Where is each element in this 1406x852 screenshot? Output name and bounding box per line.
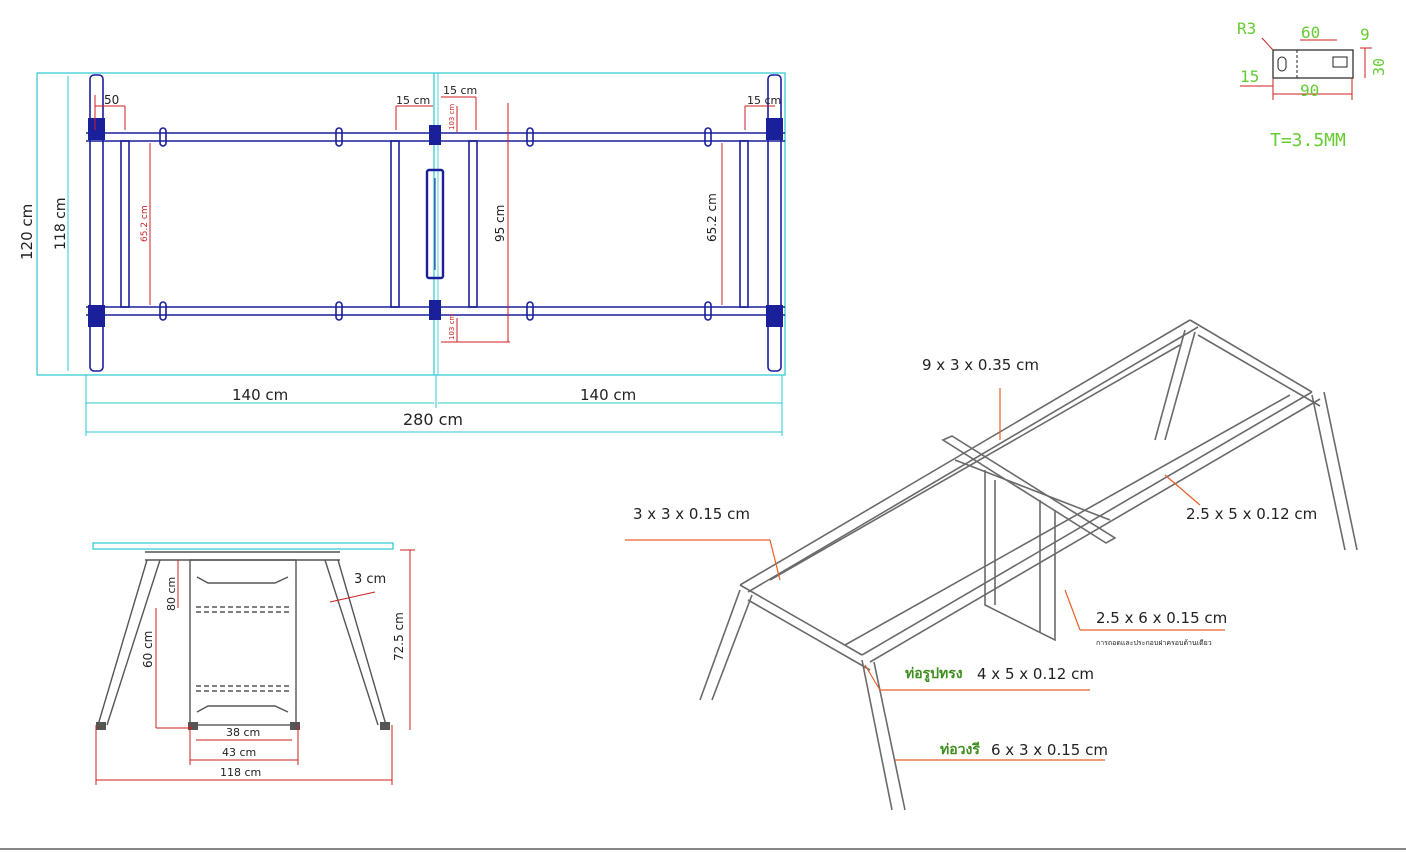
plate-60: 60	[1301, 23, 1320, 42]
side-dim-43: 43 cm	[222, 746, 256, 759]
plate-9: 9	[1360, 25, 1370, 44]
plate-15: 15	[1240, 67, 1259, 86]
plate-90: 90	[1300, 81, 1319, 100]
side-dim-725: 72.5 cm	[392, 612, 406, 661]
dim-120-cm: 120 cm	[18, 204, 36, 260]
dim-118-cm: 118 cm	[53, 197, 69, 250]
side-dim-60: 60 cm	[141, 631, 155, 668]
dim-offset-15-c: 15 cm	[747, 94, 781, 107]
iso-label-25x6: 2.5 x 6 x 0.15 cm	[1096, 609, 1227, 627]
plate-outline	[1272, 49, 1354, 79]
side-dim-38: 38 cm	[226, 726, 260, 739]
plate-slot-right	[1332, 56, 1348, 68]
frame-rails	[86, 74, 785, 372]
dim-left-half: 140 cm	[232, 386, 288, 404]
iso-label-shaped-dims: 4 x 5 x 0.12 cm	[977, 665, 1094, 683]
dim-652-left: 65.2 cm	[140, 205, 150, 242]
plate-dimension-lines	[1240, 37, 1372, 100]
side-tabletop	[92, 542, 394, 550]
dim-offset-15-b: 15 cm	[443, 84, 477, 97]
dim-103-top: 103 cm	[448, 104, 456, 130]
iso-label-3x3: 3 x 3 x 0.15 cm	[633, 505, 750, 523]
cyan-dimension-lines	[36, 73, 783, 436]
iso-label-shaped-prefix: ท่อรูปทรง	[905, 666, 963, 682]
red-dimension-lines	[94, 95, 775, 343]
plate-r3: R3	[1237, 19, 1256, 38]
side-dim-3: 3 cm	[354, 572, 386, 587]
dim-total-length: 280 cm	[403, 410, 463, 429]
rail-bolts	[159, 127, 712, 321]
isometric-view-drawing: 9 x 3 x 0.35 cm 3 x 3 x 0.15 cm 2.5 x 5 …	[625, 319, 1358, 811]
side-feet	[96, 722, 390, 730]
side-view-drawing: 3 cm 80 cm 60 cm 72.5 cm 38 cm 43 cm 118…	[92, 542, 415, 785]
plate-thickness: T=3.5MM	[1270, 130, 1346, 151]
iso-frame	[699, 319, 1358, 811]
side-dim-118: 118 cm	[220, 766, 261, 779]
iso-leader-lines	[625, 388, 1225, 761]
iso-label-25x6-note: การถอดและประกอบฝาครอบด้านเดียว	[1096, 639, 1212, 647]
end-blocks	[88, 118, 783, 327]
page-bottom-rule	[0, 848, 1406, 850]
side-dimension-lines	[95, 549, 415, 785]
dim-652-right: 65.2 cm	[705, 193, 719, 242]
top-view-drawing: 120 cm 118 cm 140 cm 140 cm 280 cm 50 15…	[18, 72, 786, 436]
plate-30: 30	[1370, 58, 1388, 76]
plate-detail-drawing: R3 60 9 15 30 90 T=3.5MM	[1237, 19, 1388, 151]
plate-slot-left	[1277, 56, 1287, 72]
dim-103-bottom: 103 cm	[448, 314, 456, 340]
dim-offset-15-a: 15 cm	[396, 94, 430, 107]
dim-offset-50: 50	[104, 93, 119, 107]
dim-right-half: 140 cm	[580, 386, 636, 404]
iso-label-oval-prefix: ท่อวงรี	[940, 742, 980, 758]
iso-label-25x5: 2.5 x 5 x 0.12 cm	[1186, 505, 1317, 523]
dim-95: 95 cm	[493, 205, 507, 242]
iso-label-oval-dims: 6 x 3 x 0.15 cm	[991, 741, 1108, 759]
side-dim-80: 80 cm	[165, 577, 178, 611]
iso-label-9x3: 9 x 3 x 0.35 cm	[922, 356, 1039, 374]
side-frame	[97, 551, 387, 726]
